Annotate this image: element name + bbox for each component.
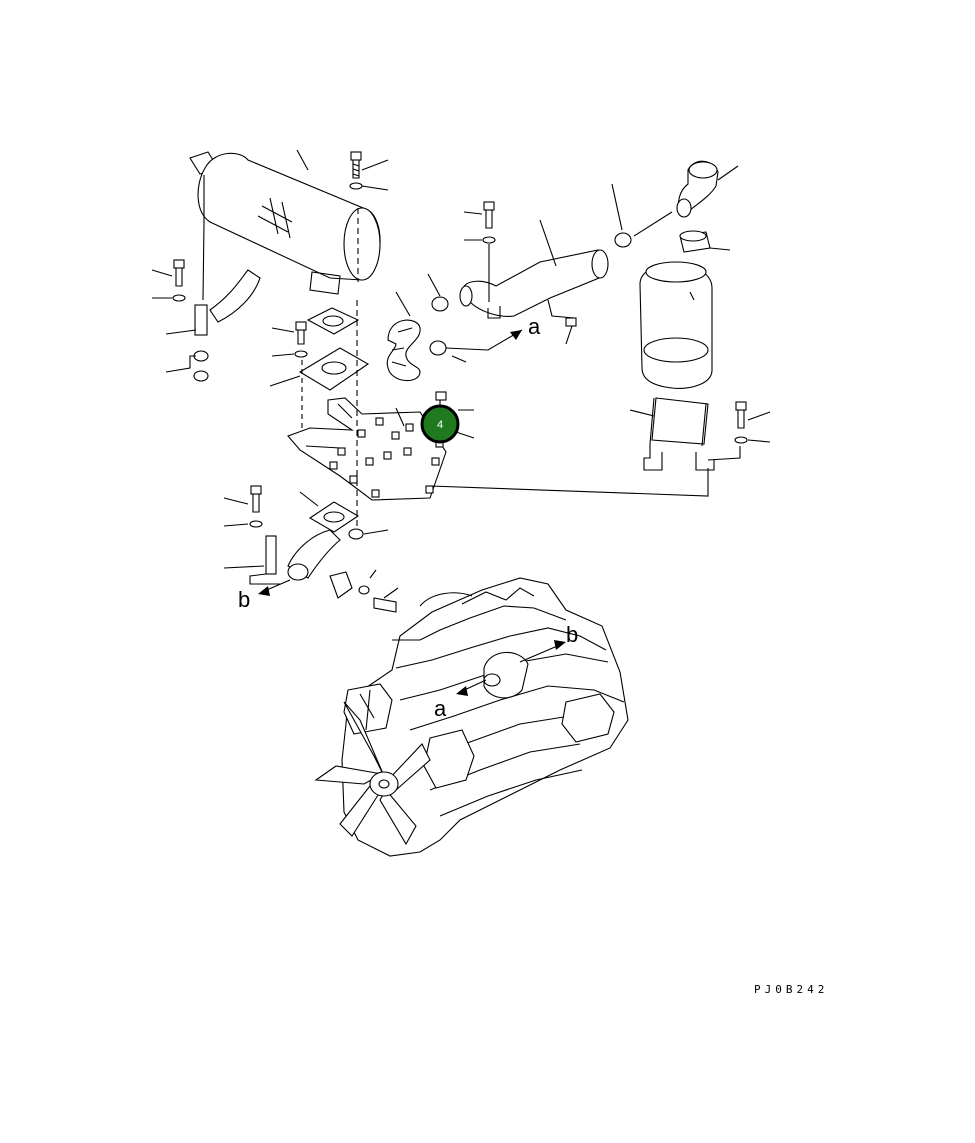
marker-a-lower: a: [434, 696, 447, 721]
drawing-code: PJ0B242: [754, 983, 828, 996]
rubber-elbow: [633, 160, 739, 253]
callout-number: 4: [437, 419, 443, 431]
lower-bolts: [223, 485, 399, 613]
marker-b-right: b: [566, 622, 578, 647]
gasket-upper: [306, 307, 360, 335]
cooling-fan: [314, 701, 431, 846]
arrow-a-lower: a: [434, 679, 487, 721]
hose-elbow-left: [386, 291, 421, 382]
engine: [341, 577, 629, 857]
arrow-b-left: b: [238, 579, 291, 612]
muffler-bracket: [151, 259, 261, 382]
arrow-b-right: b: [519, 622, 578, 663]
air-cleaner-bracket: [629, 397, 771, 471]
exhaust-elbow: [249, 529, 341, 585]
intake-pipe: [459, 201, 609, 345]
muffler: [189, 149, 381, 301]
marker-b-left: b: [238, 587, 250, 612]
lower-gasket: [299, 300, 389, 540]
muffler-bolt: [349, 151, 389, 191]
callout-badge[interactable]: 4: [420, 391, 475, 444]
marker-a-upper: a: [528, 314, 541, 339]
mounting-plate: [287, 397, 447, 501]
hose-clamps: [427, 183, 632, 363]
link-line: [429, 468, 709, 497]
arrow-a-upper: a: [445, 314, 541, 351]
air-cleaner: [639, 261, 713, 389]
plate-upper: [269, 321, 370, 434]
